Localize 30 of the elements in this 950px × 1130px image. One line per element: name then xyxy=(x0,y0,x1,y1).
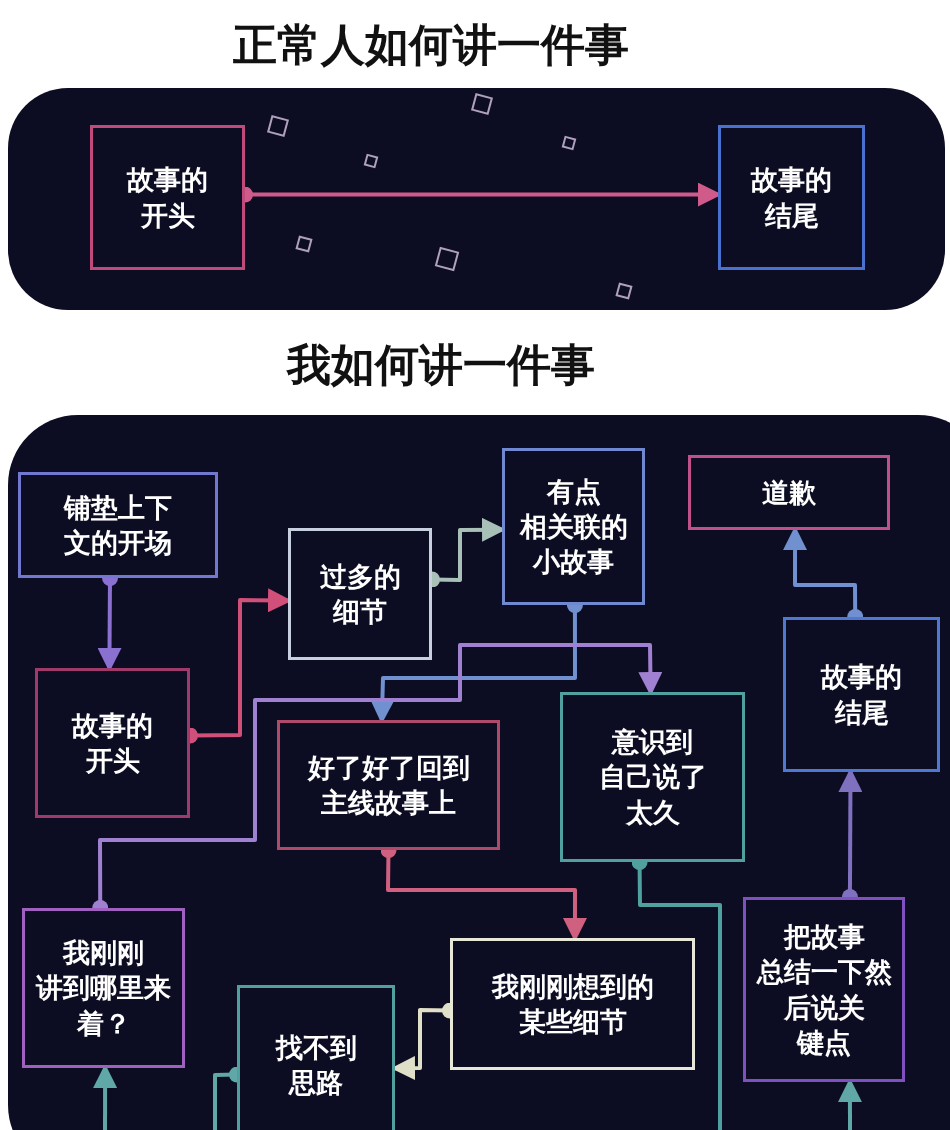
box-label: 故事的结尾 xyxy=(821,660,902,730)
process-box xyxy=(288,528,432,660)
process-box xyxy=(688,455,890,530)
process-box xyxy=(35,668,190,818)
process-box xyxy=(90,125,245,270)
process-box xyxy=(502,448,645,605)
box-label: 道歉 xyxy=(762,475,816,510)
process-box xyxy=(277,720,500,850)
box-label: 铺垫上下文的开场 xyxy=(64,490,172,560)
process-box xyxy=(560,692,745,862)
box-label: 把故事总结一下然后说关键点 xyxy=(756,920,892,1060)
box-label: 故事的结尾 xyxy=(751,163,832,233)
process-box xyxy=(718,125,865,270)
box-label: 好了好了回到主线故事上 xyxy=(307,750,470,820)
heading: 正常人如何讲一件事 xyxy=(233,18,629,72)
box-label: 找不到思路 xyxy=(275,1030,357,1100)
process-box xyxy=(22,908,185,1068)
box-label: 故事的开头 xyxy=(72,708,153,778)
process-box xyxy=(743,897,905,1082)
heading: 我如何讲一件事 xyxy=(287,338,595,392)
box-label: 故事的开头 xyxy=(127,163,208,233)
box-label: 我刚刚想到的某些细节 xyxy=(491,969,654,1039)
process-box xyxy=(18,472,218,578)
box-label: 意识到自己说了太久 xyxy=(598,725,707,830)
box-label: 我刚刚讲到哪里来着？ xyxy=(36,936,171,1041)
box-label: 过多的细节 xyxy=(319,559,401,629)
process-box xyxy=(450,938,695,1070)
process-box xyxy=(237,985,395,1130)
box-label: 有点相关联的小故事 xyxy=(519,474,628,580)
process-box xyxy=(783,617,940,772)
